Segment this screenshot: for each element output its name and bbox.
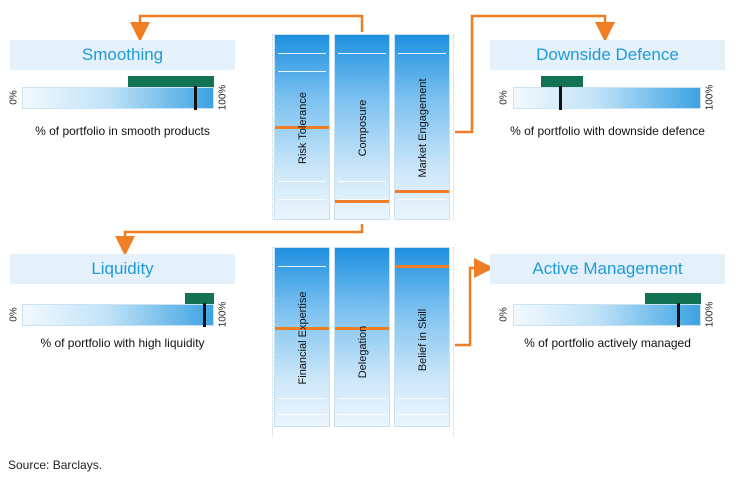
arrow-to-downside-defence [455,14,615,134]
financial-expertise-level-line [275,327,329,331]
liquidity-marker [203,303,207,327]
top-column-group [272,34,454,220]
column-market-engagement: Market Engagement [394,34,450,220]
smoothing-bar [22,87,214,109]
market-engagement-label: Market Engagement [417,78,429,178]
active-management-band [644,293,701,304]
liquidity-min-label: 0% [8,307,20,322]
active-management-marker [677,303,681,327]
financial-expertise-label: Financial Expertise [297,291,309,385]
downside-defence-max-label: 100% [704,84,716,111]
risk-tolerance-label: Risk Tolerance [297,92,309,164]
arrow-to-active-management [455,258,494,347]
smoothing-caption: % of portfolio in smooth products [35,124,210,138]
smoothing-max-label: 100% [217,84,229,111]
active-management-max-label: 100% [704,301,716,328]
source-note: Source: Barclays. [8,458,103,472]
column-composure: Composure [334,34,390,220]
column-risk-tolerance: Risk Tolerance [274,34,330,220]
column-financial-expertise: Financial Expertise [274,247,330,427]
liquidity-bar [22,304,214,326]
downside-defence-min-label: 0% [498,90,510,105]
arrow-to-liquidity [115,224,364,256]
smoothing-marker [193,86,197,110]
belief-in-skill-label: Belief in Skill [417,308,429,372]
liquidity-band [185,293,214,304]
smoothing-title: Smoothing [10,40,235,70]
composure-level-line [335,199,389,203]
downside-defence-marker [559,86,562,110]
column-belief-in-skill: Belief in Skill [394,247,450,427]
downside-defence-bar [513,87,701,109]
active-management-title: Active Management [490,254,725,284]
smoothing-band [127,76,214,87]
smoothing-min-label: 0% [8,90,20,105]
active-management-min-label: 0% [498,307,510,322]
belief-in-skill-level-line [395,264,449,268]
market-engagement-level-line [395,190,449,194]
liquidity-title: Liquidity [10,254,235,284]
active-management-caption: % of portfolio actively managed [524,336,691,350]
column-delegation: Delegation [334,247,390,427]
liquidity-caption: % of portfolio with high liquidity [40,336,205,350]
downside-defence-band [541,76,583,87]
delegation-level-line [335,327,389,331]
downside-defence-caption: % of portfolio with downside defence [510,124,705,138]
composure-label: Composure [357,99,369,157]
arrow-to-smoothing [130,14,364,42]
downside-defence-title: Downside Defence [490,40,725,70]
liquidity-max-label: 100% [217,301,229,328]
active-management-bar [513,304,701,326]
risk-tolerance-level-line [275,126,329,129]
delegation-label: Delegation [357,325,369,379]
bottom-column-group [272,247,454,437]
